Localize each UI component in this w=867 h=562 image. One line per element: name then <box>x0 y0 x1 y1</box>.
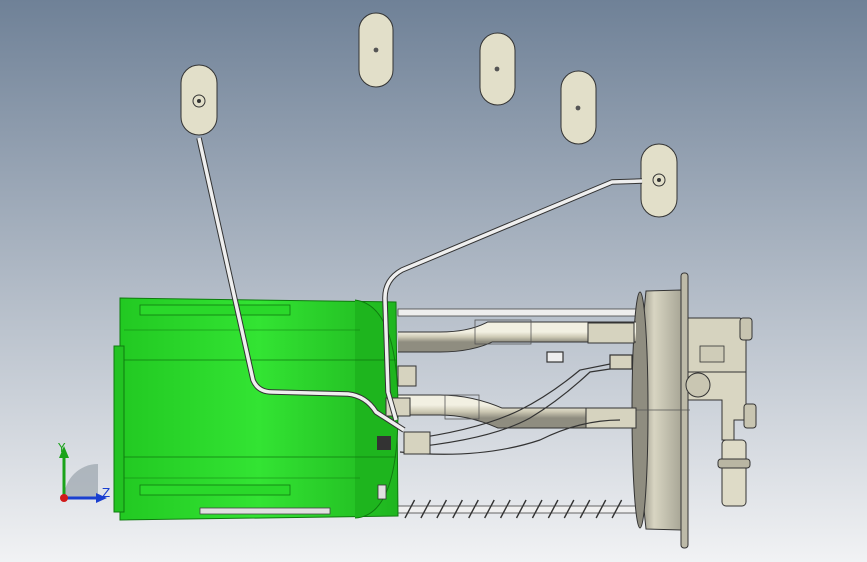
mounting-flange <box>631 272 690 549</box>
float-arm-rods <box>196 137 643 433</box>
float-position-4 <box>560 70 597 145</box>
float-position-2 <box>358 12 394 88</box>
coordinate-triad: Y Z <box>57 441 110 503</box>
triad-y-label: Y <box>57 441 66 455</box>
electrical-wires <box>399 351 633 455</box>
float-position-5 <box>640 143 678 218</box>
float-position-3 <box>479 32 516 106</box>
guide-rod-top <box>397 308 639 317</box>
float-position-1 <box>180 64 218 136</box>
pump-canister <box>113 297 399 521</box>
outlet-fittings <box>685 317 757 507</box>
float-arm-positions <box>180 12 678 218</box>
triad-z-label: Z <box>102 486 110 500</box>
